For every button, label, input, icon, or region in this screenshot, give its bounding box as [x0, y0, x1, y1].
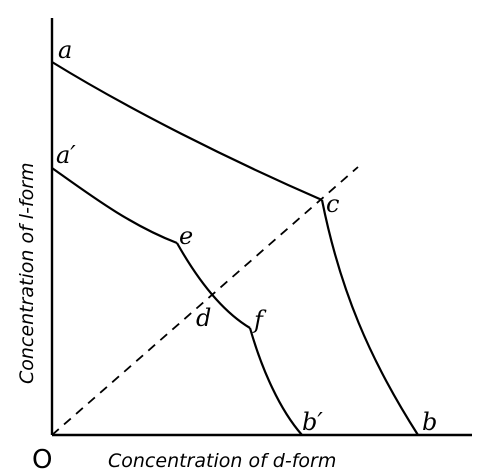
- point-label-b: b: [422, 408, 437, 436]
- point-label-f: f: [252, 306, 267, 334]
- racemic-diagonal-line: [51, 166, 359, 436]
- x-axis-label: Concentration of d-form: [108, 450, 336, 472]
- point-label-c: c: [326, 190, 339, 218]
- curve-a-c: [51, 61, 323, 202]
- curve-e-f: [176, 242, 251, 329]
- origin-label: O: [32, 445, 52, 475]
- y-axis-label: Concentration of l-form: [16, 162, 38, 384]
- point-label-d: d: [196, 304, 211, 332]
- curve-a-prime-e: [51, 167, 178, 245]
- point-label-a: a: [58, 36, 72, 64]
- point-label-e: e: [179, 222, 193, 250]
- curve-c-b: [320, 199, 419, 436]
- point-label-a-prime: a′: [56, 141, 76, 169]
- curve-f-b-prime: [248, 327, 303, 436]
- point-label-b-prime: b′: [302, 408, 323, 436]
